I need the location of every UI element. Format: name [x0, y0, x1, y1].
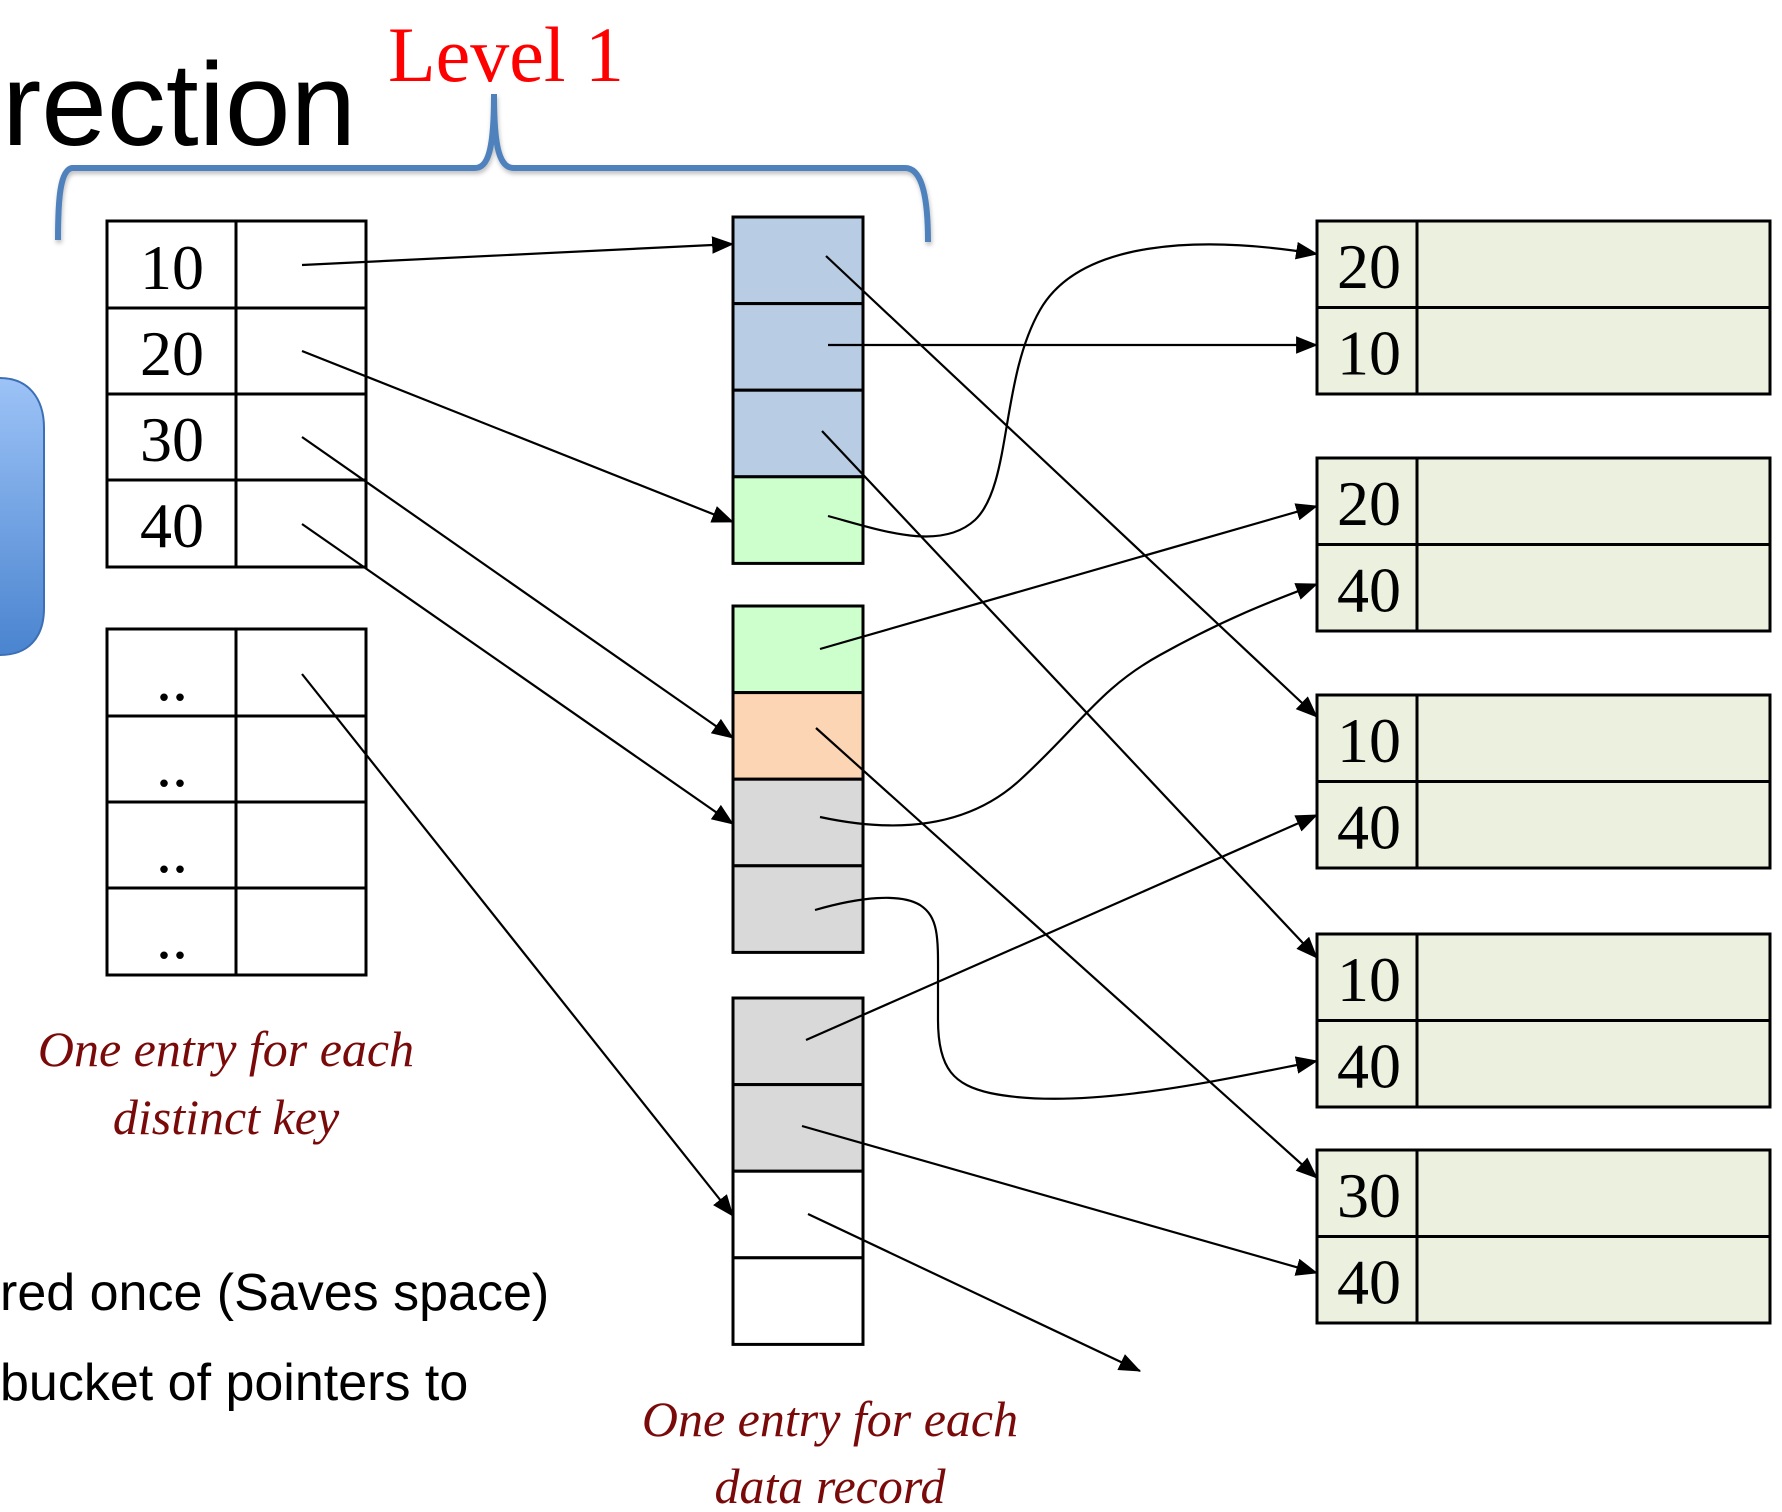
pointer-arrow — [821, 430, 1318, 959]
bucket-entry — [731, 604, 865, 695]
side-button[interactable] — [0, 377, 45, 656]
bullet-text: red once (Saves space) — [0, 1264, 549, 1322]
bucket-entry — [731, 1083, 865, 1173]
bucket — [731, 604, 865, 954]
pointer-arrow — [805, 813, 1319, 1042]
slide-title: rection — [2, 39, 356, 171]
pointer-arrow — [301, 673, 734, 1217]
record-key: 40 — [1337, 1247, 1401, 1318]
pointer-arrow — [827, 241, 1319, 538]
pointer-arrow — [819, 503, 1319, 651]
bucket-entry — [731, 864, 865, 954]
ellipsis-key: .. — [156, 901, 188, 972]
bucket — [731, 215, 865, 565]
bucket-entry — [731, 388, 865, 479]
record-key: 10 — [1337, 318, 1401, 389]
record-key: 10 — [1337, 705, 1401, 776]
annotation-distinct-key: One entry for each — [38, 1021, 414, 1077]
record-key: 30 — [1337, 1160, 1401, 1231]
bullet-text: bucket of pointers to — [0, 1354, 468, 1412]
index-table-continued: .. .. .. .. — [105, 627, 368, 977]
record-key: 20 — [1337, 231, 1401, 302]
pointer-arrow — [301, 436, 734, 739]
index-table: 10 20 30 40 — [105, 219, 368, 569]
pointer-arrow — [815, 727, 1318, 1179]
record-key: 40 — [1337, 1031, 1401, 1102]
record-pointers — [801, 241, 1319, 1372]
bucket-entry — [731, 691, 865, 781]
index-pointers — [301, 236, 735, 1217]
pointer-arrow — [801, 1124, 1319, 1276]
pointer-buckets — [731, 215, 865, 1346]
level-bracket — [55, 93, 931, 243]
record-key: 20 — [1337, 468, 1401, 539]
index-key: 30 — [140, 404, 204, 475]
index-key: 10 — [140, 232, 204, 303]
record-key: 40 — [1337, 555, 1401, 626]
pointer-arrow — [807, 1213, 1141, 1372]
index-key: 20 — [140, 318, 204, 389]
ellipsis-key: .. — [156, 643, 188, 714]
record-key: 40 — [1337, 792, 1401, 863]
annotation-data-record: data record — [715, 1458, 947, 1512]
annotation-distinct-key: distinct key — [113, 1089, 340, 1145]
level-label: Level 1 — [388, 11, 624, 98]
annotation-data-record: One entry for each — [642, 1391, 1018, 1447]
bucket-entry — [731, 1169, 865, 1260]
pointer-arrow — [819, 582, 1319, 827]
bucket-entry — [731, 996, 865, 1087]
record-key: 10 — [1337, 944, 1401, 1015]
bucket — [731, 996, 865, 1346]
pointer-arrow — [301, 523, 734, 825]
ellipsis-key: .. — [156, 815, 188, 886]
index-key: 40 — [140, 490, 204, 561]
pointer-arrow — [825, 255, 1318, 718]
bucket-entry — [731, 1256, 865, 1346]
pointer-arrow — [814, 896, 1319, 1100]
ellipsis-key: .. — [156, 729, 188, 800]
pointer-arrow — [301, 236, 735, 267]
pointer-arrow — [301, 349, 735, 524]
bucket-entry — [731, 215, 865, 306]
bucket-entry — [731, 302, 865, 392]
